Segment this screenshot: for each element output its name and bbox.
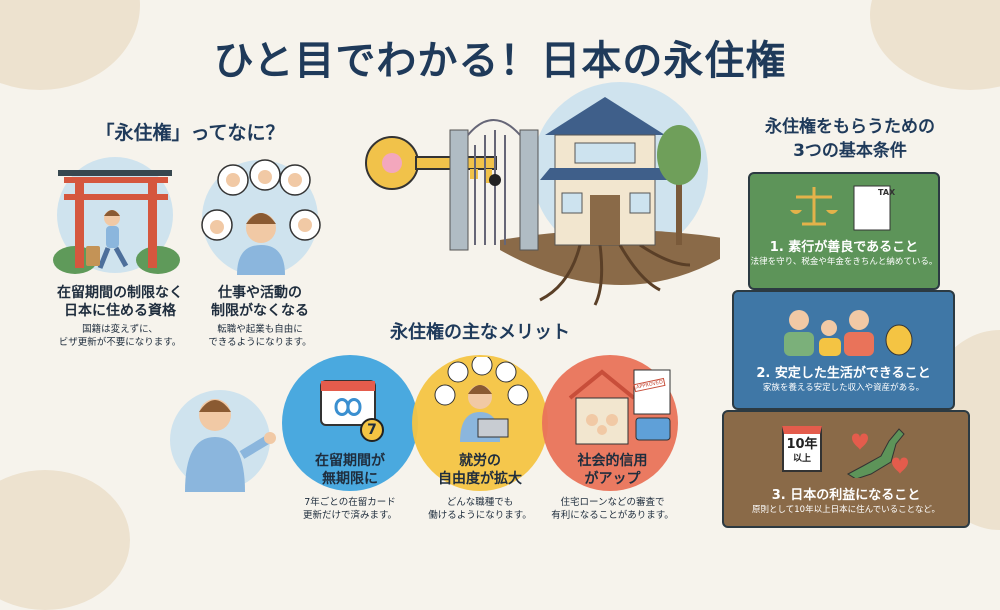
merit-title: 自由度が拡大	[438, 471, 522, 487]
japan-map-heart-icon	[847, 428, 908, 478]
scale-tax-icon	[790, 185, 891, 231]
what-item-desc: 転職や起業も自由に	[217, 324, 303, 335]
merit-title: がアップ	[584, 471, 641, 487]
condition-step-3: 10年 以上 3. 日本の利益になること 原則として10年以上日本に住んでいるこ…	[722, 410, 970, 528]
calendar-more: 以上	[792, 454, 811, 464]
what-heading: 「永住権」ってなに？	[95, 122, 285, 144]
what-item-title: 在留期間の制限なく	[57, 285, 183, 301]
condition-desc: 家族を養える安定した収入や資産がある。	[762, 383, 925, 393]
ten-year-calendar-icon: 10年 以上	[782, 426, 822, 472]
merit-desc: 住宅ローンなどの審査で	[560, 497, 665, 508]
merit-desc: 働けるようになります。	[428, 510, 532, 521]
condition-step-1: TAX 1. 素行が善良であること 法律を守り、税金や年金をきちんと納めている。	[748, 172, 940, 290]
merit-title: 就労の	[459, 453, 501, 469]
torii-illustration	[53, 157, 180, 274]
key-house-illustration	[365, 82, 720, 306]
condition-desc: 法律を守り、税金や年金をきちんと納めている。	[750, 257, 938, 267]
condition-title: 2. 安定した生活ができること	[756, 366, 931, 381]
merit-desc: どんな職種でも	[446, 497, 514, 508]
seven-year-badge: 7	[360, 418, 384, 442]
condition-title: 3. 日本の利益になること	[771, 488, 921, 503]
merit-title: 在留期間が	[315, 453, 385, 469]
what-item-residence: 在留期間の制限なく 日本に住める資格 国籍は変えずに、 ビザ更新が不要になります…	[40, 284, 200, 349]
conditions-heading-line: 永住権をもらうための	[765, 117, 935, 137]
conditions-heading: 永住権をもらうための 3つの基本条件	[740, 115, 960, 163]
what-item-desc: 国籍は変えずに、	[82, 324, 158, 335]
merits-heading: 永住権の主なメリット	[390, 322, 570, 343]
condition-step-2: 2. 安定した生活ができること 家族を養える安定した収入や資産がある。	[732, 290, 955, 410]
career-thoughts-illustration	[201, 159, 321, 275]
waving-person-illustration	[170, 390, 276, 492]
merit-desc: 有利になることがあります。	[551, 510, 674, 521]
key-icon	[365, 136, 497, 190]
conditions-heading-line: 3つの基本条件	[793, 141, 907, 161]
worker-laptop-icon	[434, 357, 529, 442]
calendar-infinity-icon	[320, 380, 376, 426]
what-item-title: 仕事や活動の	[218, 285, 302, 301]
calendar-years: 10年	[786, 437, 818, 452]
merit-title: 社会的信用	[577, 453, 648, 469]
what-item-work: 仕事や活動の 制限がなくなる 転職や起業も自由に できるようになります。	[185, 284, 335, 349]
what-item-desc: できるようになります。	[208, 337, 312, 348]
page-title: ひと目でわかる！日本の永住権	[213, 38, 787, 84]
merit-item-period: 在留期間が 無期限に 7年ごとの在留カード 更新だけで済みます。	[290, 452, 410, 522]
house-family-approved-icon	[568, 369, 671, 445]
tax-label: TAX	[878, 188, 896, 197]
condition-desc: 原則として10年以上日本に住んでいることなど。	[752, 505, 940, 515]
merit-title: 無期限に	[322, 471, 378, 487]
condition-title: 1. 素行が善良であること	[769, 240, 919, 255]
merit-item-work: 就労の 自由度が拡大 どんな職種でも 働けるようになります。	[415, 452, 545, 522]
merit-item-credit: 社会的信用 がアップ 住宅ローンなどの審査で 有利になることがあります。	[545, 452, 680, 522]
what-item-title: 日本に住める資格	[64, 303, 176, 319]
what-item-title: 制限がなくなる	[211, 303, 309, 319]
family-moneybag-icon	[783, 310, 912, 356]
merit-desc: 更新だけで済みます。	[302, 510, 398, 521]
merit-desc: 7年ごとの在留カード	[304, 497, 396, 508]
what-item-desc: ビザ更新が不要になります。	[58, 337, 182, 348]
